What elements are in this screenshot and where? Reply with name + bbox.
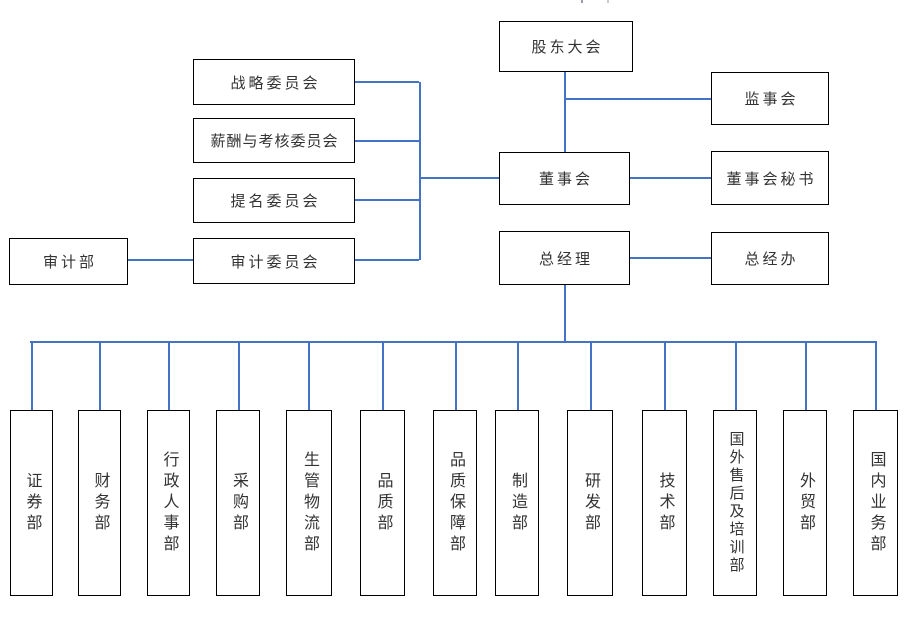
node-strategy-committee: 战略委员会 — [193, 59, 355, 105]
connector-gm-office — [630, 257, 711, 259]
node-audit-committee: 审计委员会 — [193, 238, 355, 284]
connector-drop-5 — [308, 341, 310, 410]
connector-drop-8 — [517, 341, 519, 410]
dept-securities: 证券部 — [10, 410, 53, 596]
connector-supervisory-branch — [564, 98, 711, 100]
dept-rnd: 研发部 — [567, 410, 613, 596]
dept-production-logistics: 生管物流部 — [286, 410, 332, 596]
node-board-of-directors: 董事会 — [499, 152, 630, 205]
node-audit-department: 审计部 — [9, 238, 128, 285]
connector-committee-rail — [419, 82, 421, 260]
connector-drop-1 — [31, 341, 33, 410]
dept-technology: 技术部 — [642, 410, 687, 596]
node-shareholders-meeting: 股东大会 — [499, 21, 633, 72]
connector-compensation-stub — [355, 140, 419, 142]
cropped-title-remnant — [607, 0, 609, 3]
node-supervisory-board: 监事会 — [711, 72, 829, 125]
connector-drop-6 — [382, 341, 384, 410]
node-general-manager: 总经理 — [499, 231, 630, 285]
connector-drop-13 — [875, 341, 877, 410]
connector-audit-dept — [128, 259, 193, 261]
dept-finance: 财务部 — [78, 410, 121, 596]
connector-drop-7 — [455, 341, 457, 410]
connector-shareholders-board — [564, 72, 566, 152]
connector-drop-9 — [590, 341, 592, 410]
connector-drop-10 — [664, 341, 666, 410]
connector-drop-2 — [99, 341, 101, 410]
cropped-title-remnant — [581, 0, 583, 3]
connector-gm-down — [564, 285, 566, 342]
connector-drop-4 — [238, 341, 240, 410]
dept-foreign-trade: 外贸部 — [783, 410, 827, 596]
dept-quality-assurance: 品质保障部 — [433, 410, 477, 596]
dept-manufacturing: 制造部 — [495, 410, 539, 596]
dept-overseas-aftersales-training: 国外售后及培训部 — [713, 410, 757, 596]
connector-strategy-stub — [355, 81, 419, 83]
connector-nomination-stub — [355, 199, 419, 201]
connector-rail-board — [419, 177, 499, 179]
node-nomination-committee: 提名委员会 — [193, 178, 355, 223]
connector-drop-3 — [168, 341, 170, 410]
dept-quality: 品质部 — [360, 410, 405, 596]
node-gm-office: 总经办 — [711, 232, 829, 285]
connector-dept-rail — [30, 341, 876, 343]
connector-audit-committee-stub — [355, 259, 419, 261]
node-compensation-committee: 薪酬与考核委员会 — [193, 118, 355, 163]
node-board-secretary: 董事会秘书 — [711, 151, 829, 205]
dept-domestic-business: 国内业务部 — [853, 410, 898, 596]
connector-drop-12 — [805, 341, 807, 410]
connector-drop-11 — [735, 341, 737, 410]
dept-purchasing: 采购部 — [216, 410, 260, 596]
dept-admin-hr: 行政人事部 — [147, 410, 190, 596]
connector-board-secretary — [630, 177, 711, 179]
